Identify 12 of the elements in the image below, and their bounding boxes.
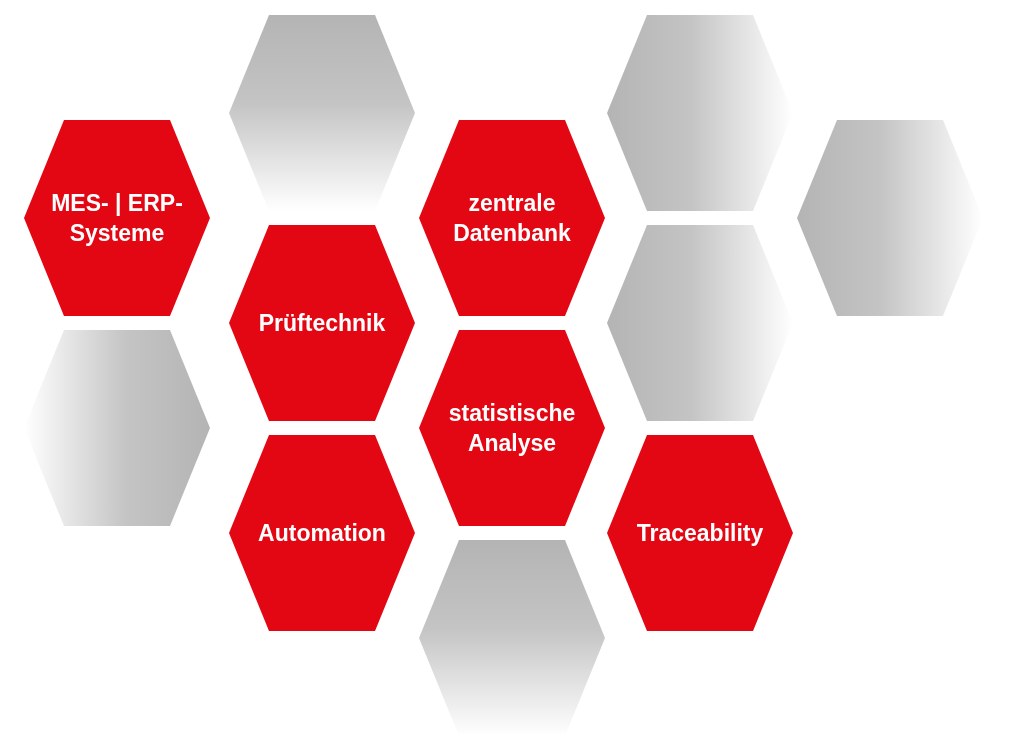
tile-label: Automation	[257, 519, 387, 548]
hexagon-tile	[229, 225, 415, 421]
tile-label: MES- | ERP- Systeme	[50, 189, 184, 248]
tile-label: statistische Analyse	[447, 399, 577, 458]
tile-label: Prüftechnik	[257, 309, 387, 338]
tile-label: Traceability	[635, 519, 765, 548]
hexagon-tile	[24, 120, 210, 316]
hexagon-tile	[607, 435, 793, 631]
tile-label: zentrale Datenbank	[452, 189, 572, 248]
hexagon-tile	[229, 435, 415, 631]
hexagon-tile	[419, 120, 605, 316]
hexagon-tile	[419, 330, 605, 526]
